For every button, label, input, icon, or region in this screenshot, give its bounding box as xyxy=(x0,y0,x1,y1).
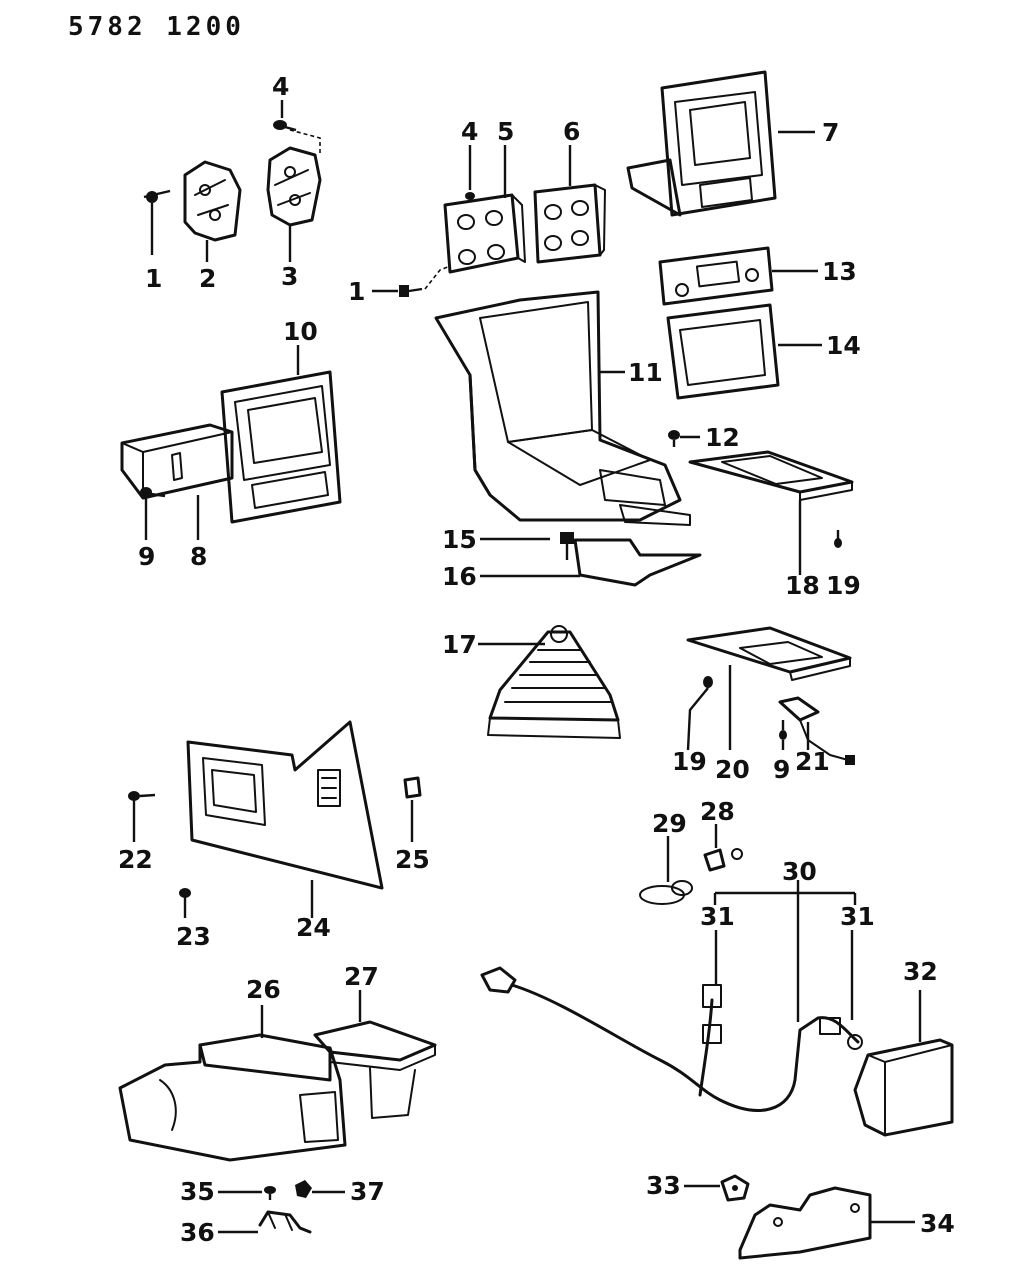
callout-21: 21 xyxy=(795,747,830,776)
callout-30: 30 xyxy=(782,857,817,886)
callout-23: 23 xyxy=(176,922,211,951)
callout-5: 5 xyxy=(497,117,514,146)
panel-24 xyxy=(186,720,384,918)
callout-19: 19 xyxy=(826,571,861,600)
callout-24: 24 xyxy=(296,913,331,942)
screw-12 xyxy=(668,430,700,447)
callout-8: 8 xyxy=(190,542,207,571)
radio-8 xyxy=(120,423,234,540)
bezel-10 xyxy=(220,345,342,524)
callout-4: 4 xyxy=(272,72,289,101)
tray-20 xyxy=(686,626,852,750)
callout-32: 32 xyxy=(903,957,938,986)
console-11 xyxy=(434,290,691,526)
bracket-3 xyxy=(266,129,322,262)
callout-31: 31 xyxy=(700,902,735,931)
fastener-37 xyxy=(295,1180,345,1198)
diagram-code: 5782 1200 xyxy=(68,12,245,42)
bolt-15 xyxy=(480,532,574,560)
screw-1-mid xyxy=(372,265,451,297)
callout-35: 35 xyxy=(180,1177,215,1206)
bezel-7 xyxy=(626,70,815,217)
callout-15: 15 xyxy=(442,525,477,554)
callout-7: 7 xyxy=(822,118,839,147)
callout-27: 27 xyxy=(344,962,379,991)
callout-9: 9 xyxy=(773,755,790,784)
screw-4-top xyxy=(273,100,297,132)
bracket-36 xyxy=(218,1210,312,1234)
callout-labels: 1 2 3 4 4 5 6 7 1 13 14 10 11 12 9 8 15 … xyxy=(118,72,955,1247)
clip-19-upper xyxy=(834,530,842,548)
callout-10: 10 xyxy=(283,317,318,346)
clip-19-lower xyxy=(686,676,713,751)
harness-30 xyxy=(480,880,863,1112)
console-26 xyxy=(118,1005,347,1162)
trim-14 xyxy=(666,303,822,400)
clip-28 xyxy=(703,824,743,872)
bracket-2 xyxy=(183,160,242,262)
callout-25: 25 xyxy=(395,845,430,874)
panel-5 xyxy=(443,145,526,274)
callout-1: 1 xyxy=(348,277,365,306)
panel-6 xyxy=(533,145,606,264)
bracket-16 xyxy=(480,538,702,587)
callout-3: 3 xyxy=(281,262,298,291)
screw-9-right xyxy=(779,720,787,750)
callout-22: 22 xyxy=(118,845,153,874)
callout-18: 18 xyxy=(785,571,820,600)
screw-4-mid xyxy=(465,145,475,200)
clip-35 xyxy=(218,1186,276,1200)
callout-11: 11 xyxy=(628,358,663,387)
callout-34: 34 xyxy=(920,1209,955,1238)
switch-21 xyxy=(778,696,855,765)
screw-1-top xyxy=(143,189,171,255)
callout-6: 6 xyxy=(563,117,580,146)
grommet-29 xyxy=(639,836,693,905)
callout-14: 14 xyxy=(826,331,861,360)
callout-28: 28 xyxy=(700,797,735,826)
callout-12: 12 xyxy=(705,423,740,452)
callout-13: 13 xyxy=(822,257,857,286)
clip-33 xyxy=(684,1174,750,1202)
callout-2: 2 xyxy=(199,264,216,293)
callout-33: 33 xyxy=(646,1171,681,1200)
callout-36: 36 xyxy=(180,1218,215,1247)
callout-26: 26 xyxy=(246,975,281,1004)
callout-9: 9 xyxy=(138,542,155,571)
callout-37: 37 xyxy=(350,1177,385,1206)
armrest-27 xyxy=(313,990,437,1119)
callout-16: 16 xyxy=(442,562,477,591)
callout-29: 29 xyxy=(652,809,687,838)
callout-1: 1 xyxy=(145,264,162,293)
screw-23 xyxy=(179,888,191,918)
clip-25 xyxy=(403,776,422,842)
boot-17 xyxy=(478,625,621,739)
callout-17: 17 xyxy=(442,630,477,659)
callout-4: 4 xyxy=(461,117,478,146)
screw-9-left xyxy=(140,487,166,540)
callout-31: 31 xyxy=(840,902,875,931)
bracket-34 xyxy=(738,1186,915,1260)
callout-19: 19 xyxy=(672,747,707,776)
screw-22 xyxy=(128,791,156,842)
box-32 xyxy=(853,990,954,1137)
plate-18 xyxy=(688,450,854,575)
callout-20: 20 xyxy=(715,755,750,784)
panel-13 xyxy=(658,246,818,306)
